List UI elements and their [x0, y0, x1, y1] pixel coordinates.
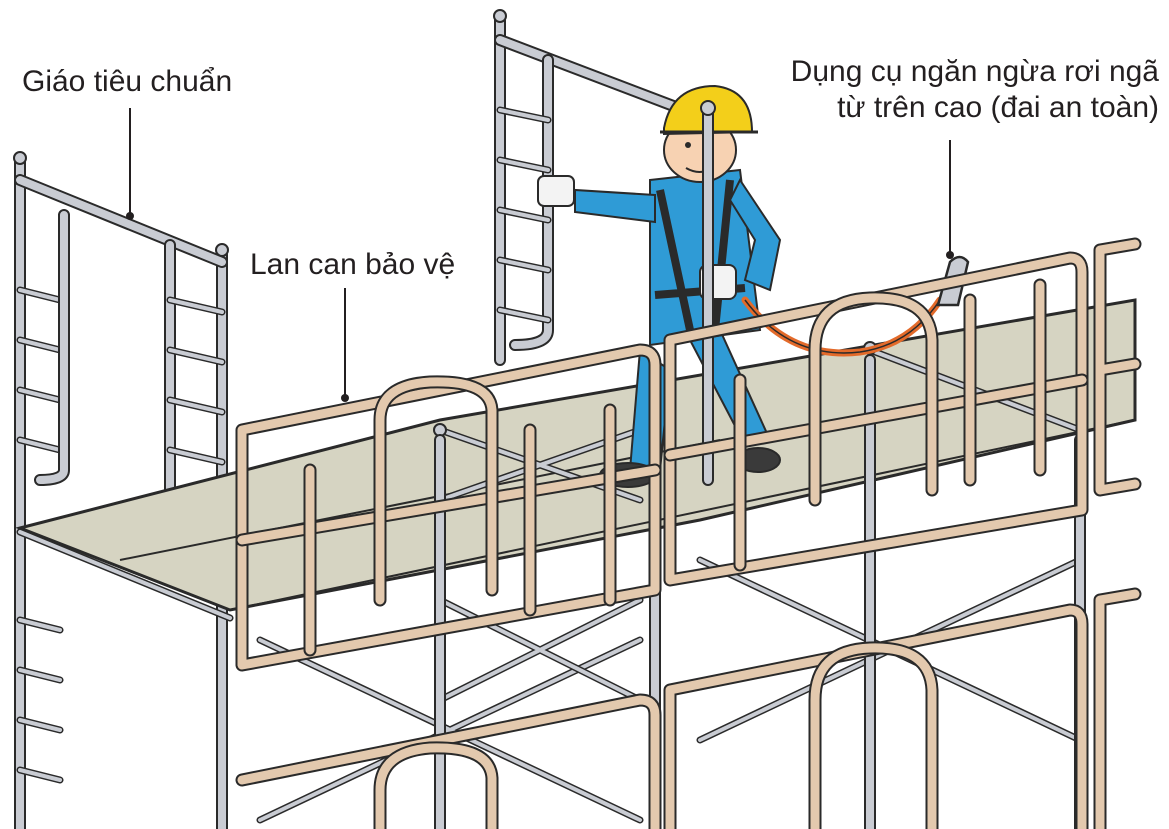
label-fall-protection: Dụng cụ ngăn ngừa rơi ngã từ trên cao (đ… — [791, 54, 1159, 126]
label-standard-scaffold: Giáo tiêu chuẩn — [22, 64, 232, 100]
guardrail-lower — [242, 594, 1135, 829]
label-guardrail: Lan can bảo vệ — [250, 247, 455, 283]
label-fall-protection-line2: từ trên cao (đai an toàn) — [791, 90, 1159, 126]
label-fall-protection-line1: Dụng cụ ngăn ngừa rơi ngã — [791, 54, 1159, 90]
